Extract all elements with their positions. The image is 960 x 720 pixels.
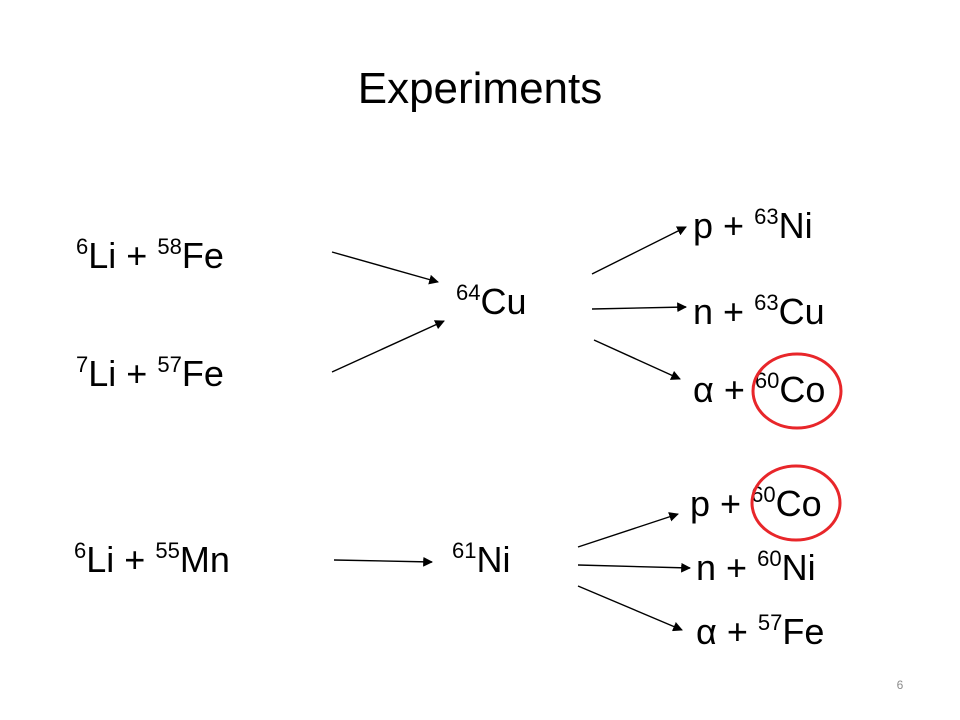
plus-sign: + xyxy=(726,611,748,652)
plus-sign: + xyxy=(126,235,148,276)
arrow-64cu-to-alpha xyxy=(593,339,681,380)
element-symbol: Co xyxy=(775,483,822,524)
element-symbol: Cu xyxy=(480,281,527,322)
plus-sign: + xyxy=(126,353,148,394)
mass-number: 63 xyxy=(754,290,779,315)
element-symbol: Cu xyxy=(778,291,825,332)
reaction-6li-58fe: 6Li + 58Fe xyxy=(76,236,224,276)
plus-sign: + xyxy=(124,539,146,580)
plus-sign: + xyxy=(723,291,745,332)
arrow-61ni-to-p xyxy=(577,512,679,548)
element-symbol: Ni xyxy=(781,547,816,588)
exit-n-60ni: n + 60Ni xyxy=(696,548,816,588)
reaction-7li-57fe: 7Li + 57Fe xyxy=(76,354,224,394)
mass-number: 57 xyxy=(157,352,182,377)
particle: p xyxy=(690,483,711,524)
mass-number: 55 xyxy=(155,538,180,563)
exit-n-63cu: n + 63Cu xyxy=(693,292,825,332)
particle: α xyxy=(696,611,717,652)
reaction-6li-55mn: 6Li + 55Mn xyxy=(74,540,230,580)
element-symbol: Ni xyxy=(476,539,511,580)
exit-p-60co: p + 60Co xyxy=(690,484,822,524)
plus-sign: + xyxy=(723,369,745,410)
exit-p-63ni: p + 63Ni xyxy=(693,206,813,246)
highlight-circle-60co-lower xyxy=(750,464,842,542)
arrow-6li55mn-to-61ni xyxy=(333,556,433,567)
exit-alpha-57fe: α + 57Fe xyxy=(696,612,824,652)
mass-number: 6 xyxy=(74,538,87,563)
element-symbol: Li xyxy=(86,539,115,580)
particle: n xyxy=(696,547,717,588)
element-symbol: Fe xyxy=(181,235,224,276)
slide-title: Experiments xyxy=(357,64,603,113)
compound-nucleus-64cu: 64Cu xyxy=(456,282,527,322)
highlight-circle-60co-upper xyxy=(751,352,843,430)
arrow-to-64cu-from-6li xyxy=(331,251,439,285)
plus-sign: + xyxy=(726,547,748,588)
plus-sign: + xyxy=(720,483,742,524)
element-symbol: Ni xyxy=(778,205,813,246)
arrow-61ni-to-alpha xyxy=(577,585,683,632)
element-symbol: Li xyxy=(88,235,117,276)
arrow-to-64cu-from-7li xyxy=(331,320,445,373)
particle: p xyxy=(693,205,714,246)
particle: α xyxy=(693,369,714,410)
arrow-61ni-to-n xyxy=(577,562,691,573)
mass-number: 7 xyxy=(76,352,89,377)
mass-number: 61 xyxy=(452,538,477,563)
mass-number: 6 xyxy=(76,234,89,259)
element-symbol: Mn xyxy=(179,539,230,580)
compound-nucleus-61ni: 61Ni xyxy=(452,540,510,580)
mass-number: 64 xyxy=(456,280,481,305)
arrow-64cu-to-p xyxy=(591,226,687,275)
page-number: 6 xyxy=(896,678,904,692)
mass-number: 60 xyxy=(754,368,780,393)
mass-number: 57 xyxy=(757,610,783,635)
element-symbol: Co xyxy=(779,369,826,410)
particle: n xyxy=(693,291,714,332)
exit-alpha-60co: α + 60Co xyxy=(693,370,825,410)
mass-number: 60 xyxy=(751,482,776,507)
mass-number: 58 xyxy=(157,234,182,259)
element-symbol: Li xyxy=(88,353,117,394)
arrow-64cu-to-n xyxy=(591,302,687,313)
mass-number: 63 xyxy=(754,204,779,229)
element-symbol: Fe xyxy=(181,353,224,394)
element-symbol: Fe xyxy=(782,611,825,652)
mass-number: 60 xyxy=(757,546,782,571)
plus-sign: + xyxy=(723,205,745,246)
